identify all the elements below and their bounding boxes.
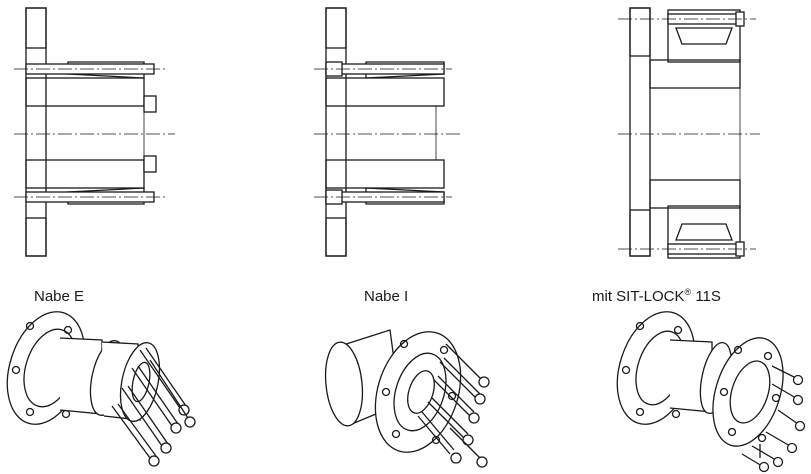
section-view-nabe-e — [14, 7, 175, 257]
hub-ring — [119, 342, 161, 422]
label-sit-lock: mit SIT-LOCK® 11S — [592, 287, 721, 305]
iso-view-sit-lock — [616, 311, 806, 473]
hub-wall-top — [325, 77, 445, 107]
iso-view-nabe-i — [324, 329, 490, 468]
flange — [325, 7, 347, 257]
nub-bottom — [143, 155, 157, 173]
section-view-nabe-i — [314, 7, 460, 257]
hub-wall-top — [649, 59, 741, 89]
screws — [111, 347, 196, 467]
locking-assembly-bottom — [667, 205, 741, 259]
hub-wall-bottom — [25, 159, 145, 189]
label-nabe-e: Nabe E — [34, 288, 84, 305]
flange-disc — [374, 331, 462, 453]
nub-top — [143, 95, 157, 113]
iso-view-nabe-e — [6, 311, 196, 467]
screws — [417, 343, 490, 468]
hub-wall-bottom — [649, 179, 741, 209]
screws — [741, 365, 806, 473]
section-view-sit-lock — [618, 7, 760, 259]
flange — [25, 7, 47, 257]
hub-wall-bottom — [325, 159, 445, 189]
flange — [629, 7, 651, 257]
label-nabe-i: Nabe I — [364, 288, 408, 305]
hub-wall-top — [25, 77, 145, 107]
locking-assembly-top — [667, 9, 741, 63]
